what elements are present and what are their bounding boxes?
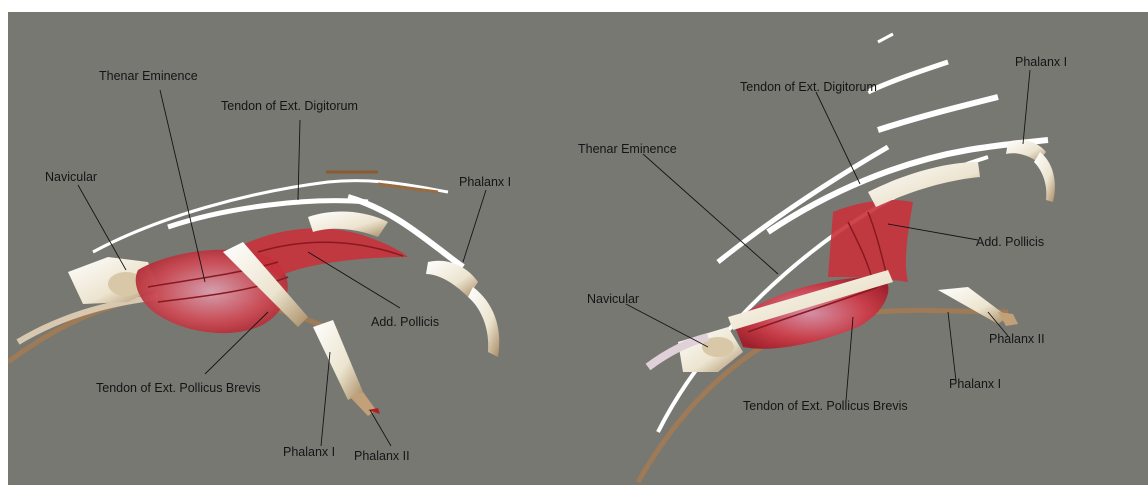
label-phalanx-ii: Phalanx II [989,332,1045,346]
tendon-top-2 [878,97,998,130]
label-tendon-ext-pollicus-brevis: Tendon of Ext. Pollicus Brevis [743,399,908,413]
left-anatomy-illustration [8,12,568,485]
left-anatomy-view: Thenar Eminence Tendon of Ext. Digitorum… [8,12,568,485]
label-phalanx-ii: Phalanx II [354,449,410,463]
right-anatomy-view: Phalanx I Tendon of Ext. Digitorum Thena… [568,12,1148,485]
label-phalanx-i-bottom: Phalanx I [283,445,335,459]
label-thenar-eminence: Thenar Eminence [578,142,677,156]
label-phalanx-i-top: Phalanx I [459,175,511,189]
label-tendon-ext-pollicus-brevis: Tendon of Ext. Pollicus Brevis [96,381,261,395]
index-phalanx [426,261,478,297]
label-phalanx-i-bottom: Phalanx I [949,377,1001,391]
thumb-phalanx-ii [350,392,376,416]
thumb-phalanx-i [313,320,363,400]
tendon-top-3 [878,34,893,42]
label-phalanx-i-top: Phalanx I [1015,55,1067,69]
label-add-pollicis: Add. Pollicis [976,235,1044,249]
label-tendon-ext-digitorum: Tendon of Ext. Digitorum [221,99,358,113]
label-add-pollicis: Add. Pollicis [371,315,439,329]
label-thenar-eminence: Thenar Eminence [99,69,198,83]
label-navicular: Navicular [45,170,97,184]
metacarpal-upper [868,162,980,207]
label-tendon-ext-digitorum: Tendon of Ext. Digitorum [740,80,877,94]
index-distal [1034,152,1055,202]
index-distal [468,287,499,357]
adductor-muscle [828,200,913,282]
label-navicular: Navicular [587,292,639,306]
tendon-top-1 [868,62,948,92]
